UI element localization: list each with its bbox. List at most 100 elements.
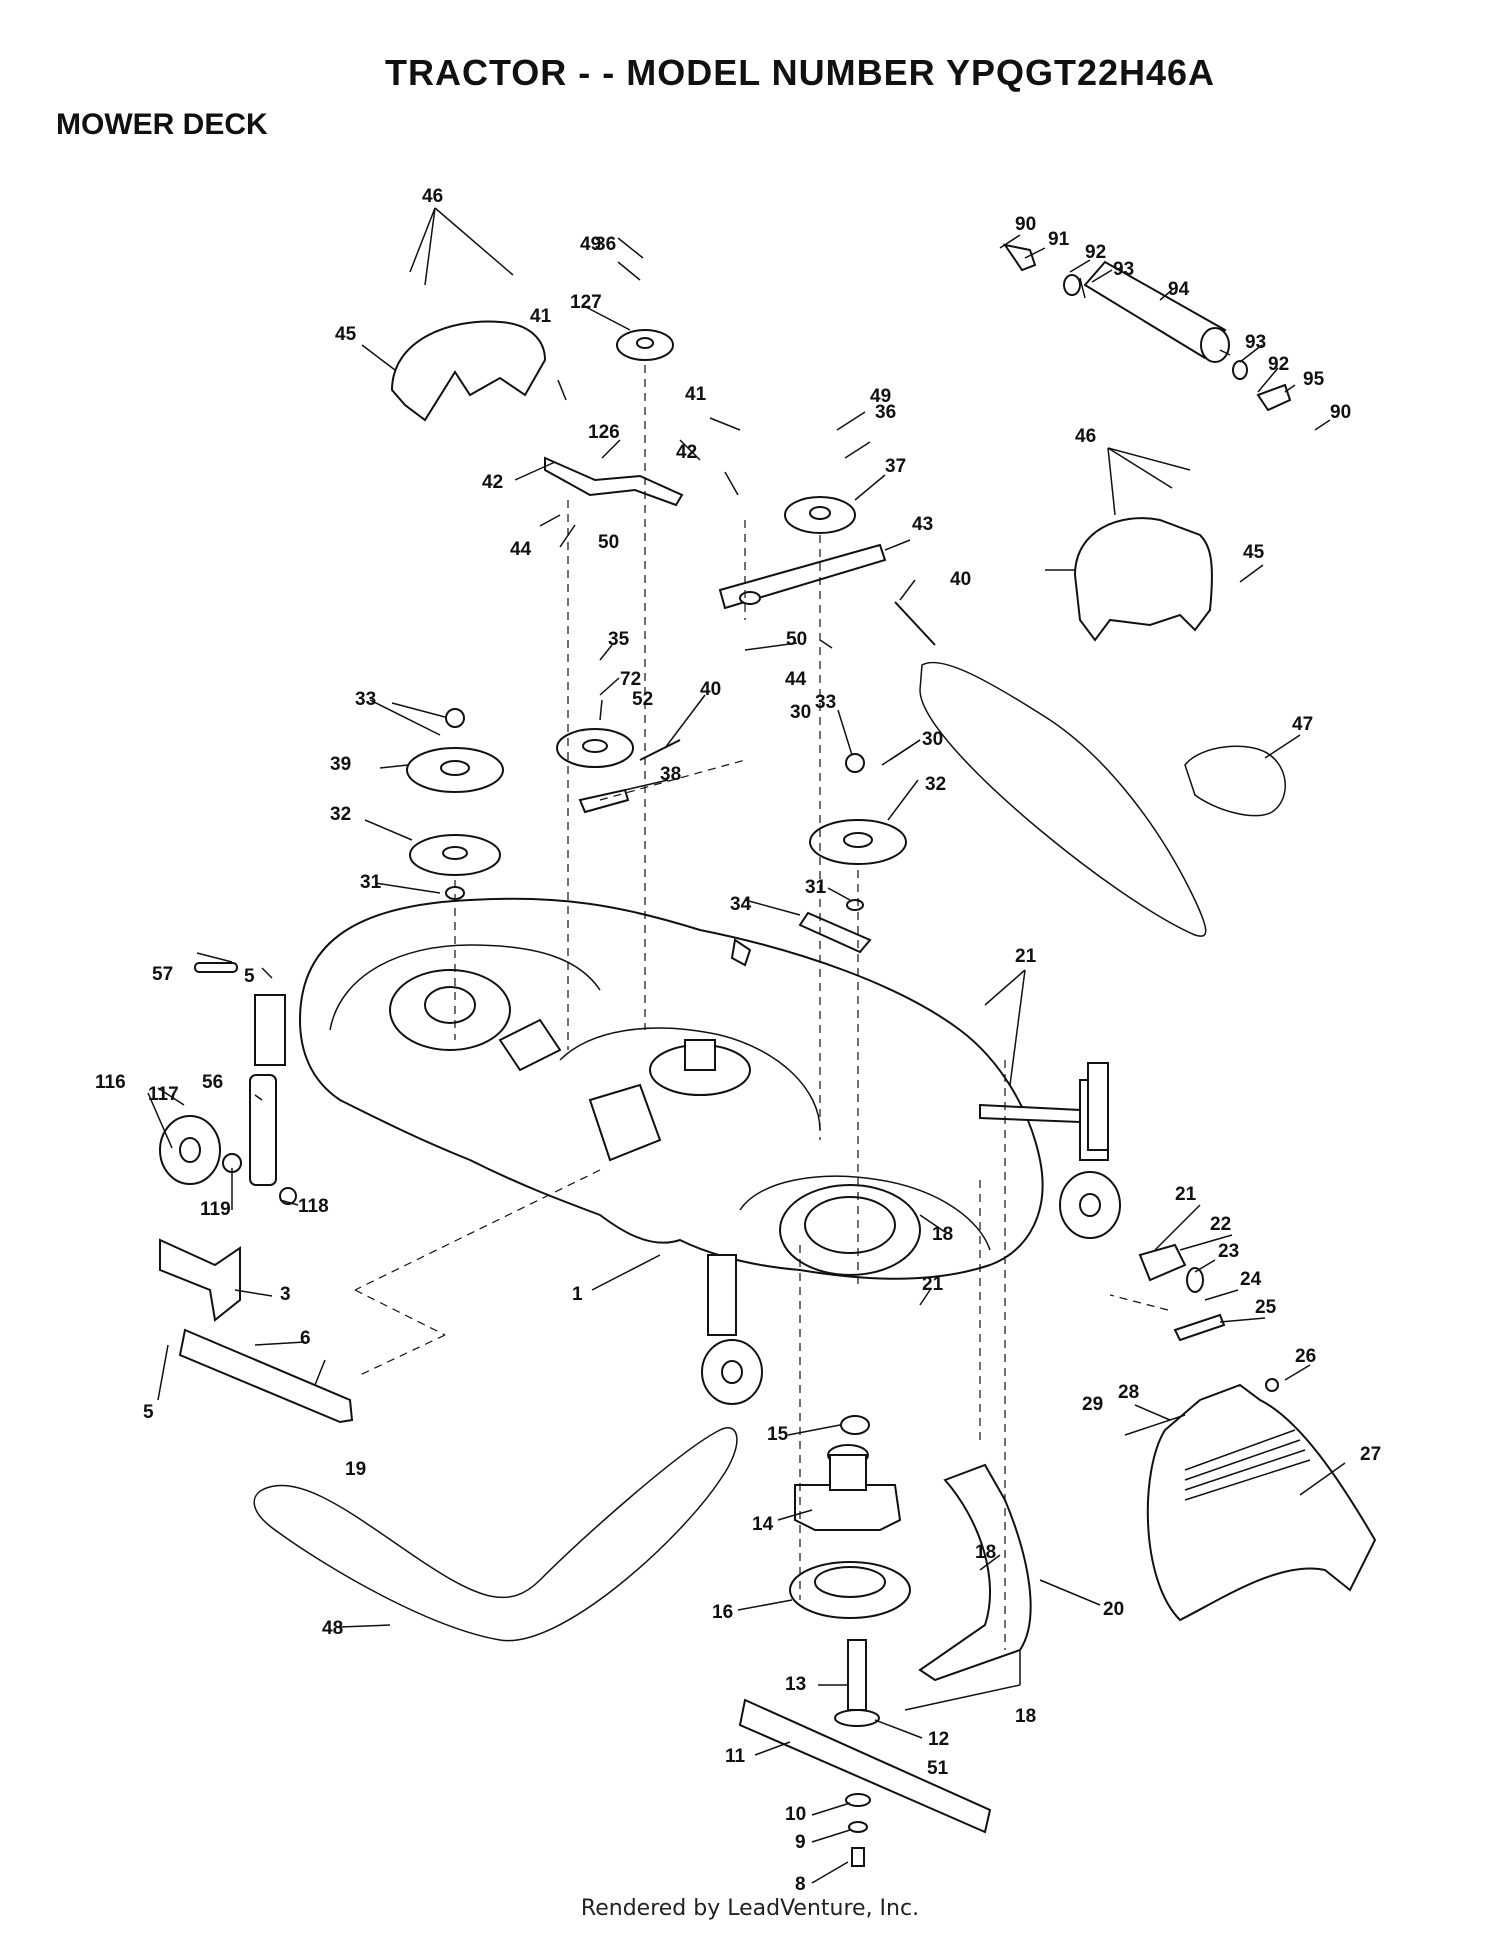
bracket-126 — [544, 456, 684, 507]
callout: 46 — [1075, 426, 1096, 447]
callout: 93 — [1245, 332, 1266, 353]
callout: 30 — [922, 729, 943, 750]
callout: 51 — [927, 1758, 949, 1779]
callout: 27 — [1360, 1444, 1381, 1465]
callout: 90 — [1015, 214, 1036, 235]
blade-11 — [738, 1698, 992, 1834]
callout: 5 — [143, 1402, 154, 1423]
callout: 52 — [632, 689, 653, 710]
bracket-3 — [159, 1238, 241, 1322]
callout: 11 — [725, 1746, 746, 1767]
callout: 24 — [1240, 1269, 1262, 1290]
callout: 50 — [786, 629, 807, 650]
shield-45-right — [1073, 517, 1213, 642]
callout: 13 — [785, 1674, 806, 1695]
spring-25 — [1173, 1313, 1226, 1342]
callout: 18 — [932, 1224, 953, 1245]
callout: 39 — [330, 754, 351, 775]
callout: 31 — [805, 877, 827, 898]
callout: 20 — [1103, 1599, 1124, 1620]
callout: 91 — [1048, 229, 1070, 250]
roller-94 — [1083, 260, 1227, 360]
callout: 8 — [795, 1874, 806, 1895]
callout: 57 — [152, 964, 173, 985]
callout-labels: 1 3 5 5 6 8 9 10 11 12 13 14 15 16 18 18… — [95, 186, 1381, 1895]
link-56 — [249, 1074, 277, 1186]
callout: 19 — [345, 1459, 366, 1480]
callout: 94 — [1168, 279, 1190, 300]
callout: 29 — [1082, 1394, 1103, 1415]
bearing-15 — [840, 1415, 870, 1435]
leader-lines — [147, 207, 1346, 1884]
bracket-22 — [1138, 1243, 1187, 1282]
callout: 18 — [1015, 1706, 1036, 1727]
deflector-20 — [918, 1463, 1032, 1682]
callout: 40 — [950, 569, 971, 590]
callout: 126 — [588, 422, 620, 443]
callout: 32 — [330, 804, 351, 825]
callout: 31 — [360, 872, 382, 893]
callout: 33 — [815, 692, 836, 713]
shaft-13 — [847, 1639, 867, 1711]
callout: 21 — [1175, 1184, 1197, 1205]
callout: 3 — [280, 1284, 291, 1305]
callout: 48 — [322, 1618, 343, 1639]
alignment-lines — [354, 365, 1169, 1650]
callout: 118 — [298, 1196, 329, 1217]
callout: 42 — [482, 472, 503, 493]
callout: 47 — [1292, 714, 1313, 735]
callout: 36 — [595, 234, 616, 255]
page-title: TRACTOR - - MODEL NUMBER YPQGT22H46A — [384, 52, 1216, 93]
callout: 127 — [570, 292, 602, 313]
callout: 50 — [598, 532, 619, 553]
callout: 16 — [712, 1602, 733, 1623]
callout: 25 — [1255, 1297, 1277, 1318]
belt-47 — [919, 661, 1207, 937]
deck-housing — [254, 897, 1121, 1405]
callout: 36 — [875, 402, 896, 423]
callout: 42 — [676, 442, 697, 463]
callout: 45 — [335, 324, 357, 345]
callout: 10 — [785, 1804, 806, 1825]
callout: 46 — [422, 186, 443, 207]
chute-27 — [1146, 1383, 1377, 1622]
callout: 12 — [928, 1729, 949, 1750]
idler-arm-43 — [718, 543, 887, 610]
callout: 44 — [510, 539, 532, 560]
callout: 95 — [1303, 369, 1325, 390]
callout: 38 — [660, 764, 681, 785]
callout: 90 — [1330, 402, 1351, 423]
belt-48 — [253, 1427, 738, 1642]
callout: 28 — [1118, 1382, 1139, 1403]
callout: 49 — [870, 386, 891, 407]
bracket-34 — [798, 911, 872, 954]
spring-40-mid — [639, 739, 681, 761]
callout: 21 — [1015, 946, 1037, 967]
callout: 5 — [244, 966, 255, 987]
spindle-14 — [794, 1484, 902, 1531]
callout: 40 — [700, 679, 721, 700]
callout: 56 — [202, 1072, 223, 1093]
callout: 43 — [912, 514, 933, 535]
callout: 45 — [1243, 542, 1265, 563]
callout: 21 — [922, 1274, 944, 1295]
spring-40-top — [894, 601, 936, 646]
callout: 49 — [580, 234, 601, 255]
callout: 32 — [925, 774, 946, 795]
callout: 92 — [1268, 354, 1289, 375]
callout: 41 — [685, 384, 707, 405]
callout: 119 — [200, 1199, 231, 1220]
callout: 93 — [1113, 259, 1134, 280]
callout: 22 — [1210, 1214, 1231, 1235]
callout: 37 — [885, 456, 906, 477]
callout: 92 — [1085, 242, 1106, 263]
callout: 6 — [300, 1328, 311, 1349]
callout: 33 — [355, 689, 376, 710]
callout: 117 — [148, 1084, 179, 1105]
callout: 18 — [975, 1542, 996, 1563]
callout: 26 — [1295, 1346, 1316, 1367]
footer-credit: Rendered by LeadVenture, Inc. — [580, 1896, 920, 1921]
callout: 41 — [530, 306, 552, 327]
